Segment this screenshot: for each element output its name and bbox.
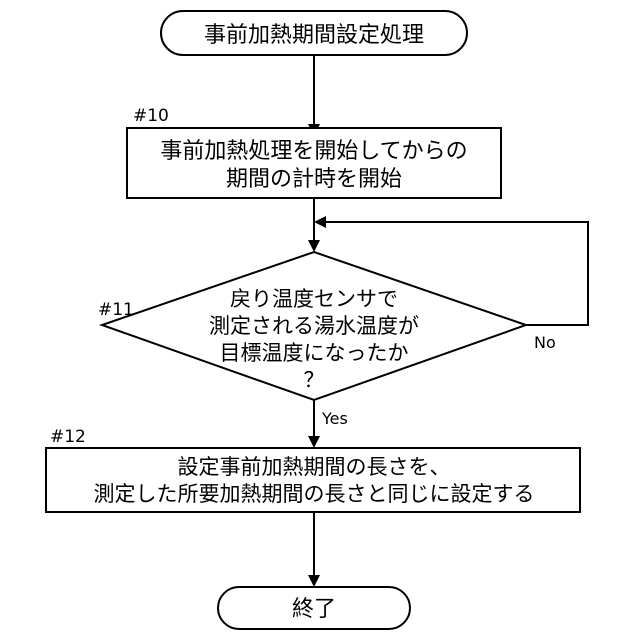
step11-line-3: 目標温度になったか [220, 341, 409, 365]
arrow-head [314, 216, 326, 228]
step11-line-1: 戻り温度センサで [230, 287, 398, 311]
arrow-head [308, 575, 320, 587]
end-label: 終了 [292, 597, 336, 622]
no-label: No [534, 333, 556, 352]
step10-process-box: 事前加熱処理を開始してからの 期間の計時を開始 [127, 128, 501, 198]
end-terminator: 終了 [218, 587, 410, 629]
arrow-head [308, 436, 320, 448]
step11-decision-diamond: 戻り温度センサで 測定される湯水温度が 目標温度になったか ？ [102, 252, 526, 400]
step10-line-2: 期間の計時を開始 [226, 167, 402, 192]
start-terminator: 事前加熱期間設定処理 [161, 11, 467, 55]
step12-line-2: 測定した所要加熱期間の長さと同じに設定する [94, 482, 535, 506]
step12-id: #12 [50, 427, 86, 447]
step10-line-1: 事前加熱処理を開始してからの [160, 139, 467, 164]
step12-process-box: 設定事前加熱期間の長さを、 測定した所要加熱期間の長さと同じに設定する [46, 448, 580, 512]
arrow-head [308, 240, 320, 252]
yes-label: Yes [321, 409, 348, 428]
step10-id: #10 [133, 106, 169, 126]
step12-line-1: 設定事前加熱期間の長さを、 [178, 455, 451, 479]
step11-line-2: 測定される湯水温度が [209, 314, 419, 338]
step11-line-4: ？ [304, 368, 325, 392]
start-label: 事前加熱期間設定処理 [204, 23, 424, 48]
